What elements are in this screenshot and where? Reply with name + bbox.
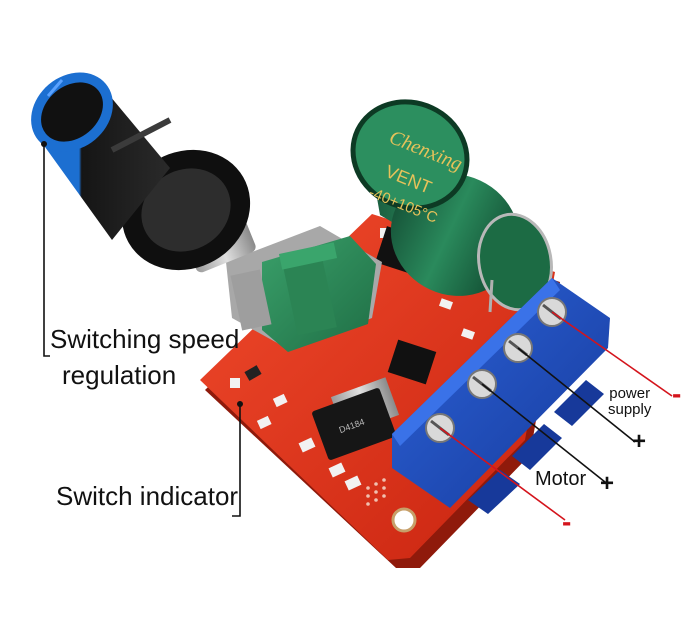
- terminal-block: [392, 278, 610, 514]
- motor-label: Motor: [535, 468, 587, 490]
- power-supply-label-line2: supply: [608, 400, 652, 418]
- power-minus-sign: -: [672, 378, 682, 409]
- callout-lines: [43, 144, 673, 521]
- capacitor: Chenxing VENT -40+105°C: [350, 99, 553, 313]
- motor-minus-sign: -: [562, 506, 572, 537]
- power-supply-label: power supply: [608, 386, 651, 418]
- motor-plus-sign: +: [600, 470, 615, 497]
- speed-regulation-label-line1: Switching speed: [50, 324, 240, 354]
- power-plus-sign: +: [632, 428, 647, 455]
- power-supply-label-line1: power: [609, 385, 651, 402]
- mosfet-chip: D4184: [312, 377, 400, 460]
- callout-dot-led: [237, 401, 243, 407]
- speed-knob: [31, 72, 251, 271]
- switch-indicator-label: Switch indicator: [56, 481, 239, 511]
- speed-regulation-label-line2: regulation: [62, 360, 177, 390]
- callout-dot-knob: [41, 141, 47, 147]
